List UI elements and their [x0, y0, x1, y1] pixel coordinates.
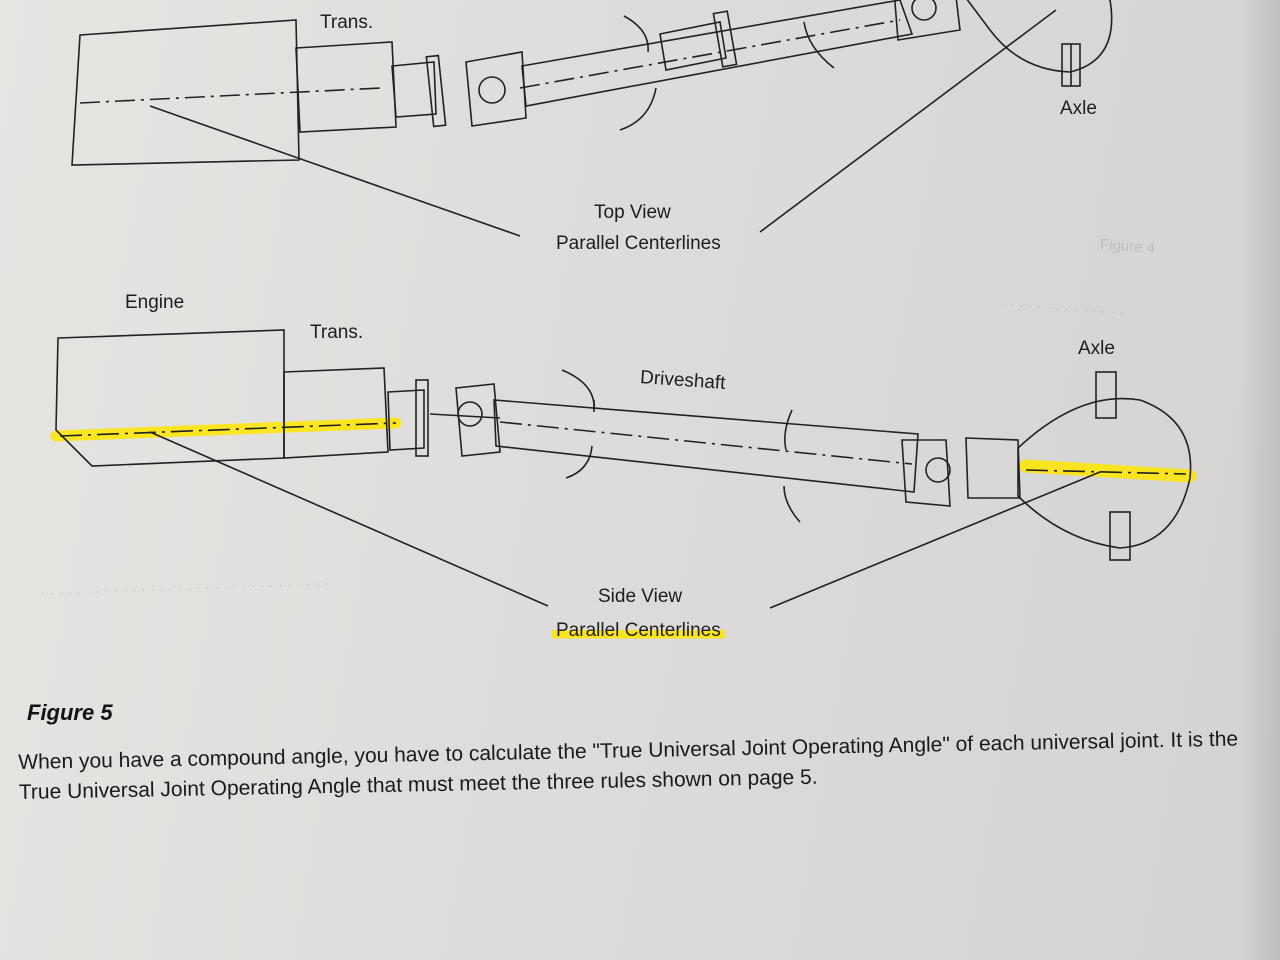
top-angle-arc: [623, 15, 649, 53]
top-centerline-label: Parallel Centerlines: [556, 233, 721, 254]
engine-body: [55, 329, 285, 467]
top-rear-ujoint: [911, 0, 937, 21]
top-flange-plate: [425, 54, 447, 128]
driveshaft-centerline: [499, 421, 913, 465]
driveshaft-tube: [493, 399, 919, 493]
side-view-label: Side View: [598, 586, 683, 607]
front-flange-plate: [415, 379, 429, 457]
top-axle-label: Axle: [1060, 98, 1097, 119]
page-edge-shadow: [1240, 0, 1280, 960]
transmission-body: [283, 367, 389, 459]
rear-pinion: [965, 437, 1021, 499]
engine-centerline: [59, 422, 397, 437]
angle-arc: [565, 445, 593, 479]
side-axle-label: Axle: [1078, 338, 1115, 359]
top-rear-yoke: [893, 0, 961, 41]
angle-arc: [783, 485, 801, 523]
body-paragraph: When you have a compound angle, you have…: [18, 727, 1239, 804]
top-leader-left: [149, 105, 521, 237]
front-flange: [387, 389, 425, 451]
driveline-diagram: [50, 0, 1197, 609]
top-centerline-trans: [79, 87, 381, 104]
top-view: [71, 0, 1113, 237]
engine-label: Engine: [125, 292, 185, 313]
top-angle-arc: [619, 87, 657, 131]
top-slip-yoke: [659, 21, 727, 71]
front-ujoint-cross: [457, 401, 483, 427]
top-ujoint-cross: [478, 76, 506, 104]
rear-ujoint-cross: [925, 457, 951, 483]
top-transmission-tail: [295, 41, 397, 133]
top-leader-right: [759, 9, 1057, 233]
top-driveshaft: [521, 0, 914, 107]
side-trans-label: Trans.: [310, 322, 364, 343]
side-centerline-label: Parallel Centerlines: [552, 620, 725, 642]
side-leader-left: [149, 431, 549, 607]
side-view: [50, 329, 1197, 609]
top-axle-housing: [966, 0, 1113, 73]
highlight-axle-centerline: [1019, 459, 1197, 483]
angle-arc: [784, 409, 793, 451]
top-angle-arc: [803, 21, 835, 69]
angle-arc: [561, 369, 595, 411]
axle-tube-top: [1095, 371, 1117, 419]
top-centerline-shaft: [519, 19, 901, 89]
axle-centerline: [1025, 469, 1187, 475]
top-slip-collar: [712, 10, 738, 68]
rear-yoke: [901, 439, 951, 507]
top-flange: [391, 61, 437, 118]
axle-housing: [1017, 397, 1192, 549]
top-transmission-body: [71, 19, 300, 166]
front-yoke: [455, 383, 501, 457]
figure-caption: Figure 5: [27, 700, 113, 725]
axle-tube-bottom: [1109, 511, 1131, 561]
top-view-label: Top View: [594, 202, 671, 223]
side-leader-right: [769, 471, 1101, 609]
top-trans-label: Trans.: [320, 12, 374, 33]
top-yoke: [465, 51, 527, 127]
